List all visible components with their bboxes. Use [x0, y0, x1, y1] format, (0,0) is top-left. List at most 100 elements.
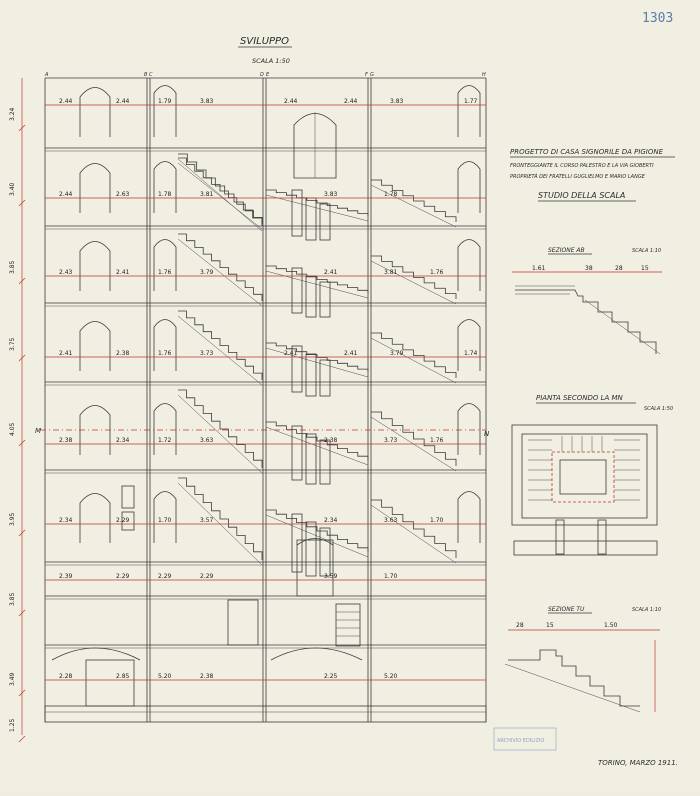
section-tu-scale: SCALA 1:10: [632, 607, 661, 613]
dimension-label: 2.44: [59, 98, 73, 105]
floor-height-label: 3.49: [9, 672, 16, 686]
project-owners: PROPRIETÀ DEI FRATELLI GUGLIELMO E MARIO…: [510, 173, 646, 180]
dimension-label: 2.28: [59, 673, 73, 680]
floor-height-label: 3.40: [9, 182, 16, 196]
dimension-label: 2.39: [59, 573, 73, 580]
dimension-label: 2.29: [158, 573, 172, 580]
section-ab-title: SEZIONE AB: [548, 247, 585, 254]
dimension-label: 2.29: [116, 517, 130, 524]
sheet-number: 1303: [642, 11, 673, 26]
drawing-scale: SCALA 1:50: [252, 57, 290, 65]
dimension-label: 2.34: [59, 517, 73, 524]
dimension-label: 1.76: [158, 350, 172, 357]
dimension-label: 3.79: [390, 350, 404, 357]
dimension-label: 2.41: [344, 350, 358, 357]
dimension-label: 2.85: [116, 673, 130, 680]
dimension-label: 3.57: [200, 517, 214, 524]
dimension-label: 3.83: [200, 98, 214, 105]
dim-label: 15: [641, 265, 649, 272]
dimension-label: 1.78: [158, 191, 172, 198]
dim-label: 15: [546, 622, 554, 629]
floor-height-label: 3.85: [9, 260, 16, 274]
dimension-label: 2.38: [116, 350, 130, 357]
stamp-text: ARCHIVIO EDILIZIO: [497, 738, 544, 744]
dimension-label: 3.81: [200, 191, 214, 198]
dimension-label: 2.44: [116, 98, 130, 105]
dim-label: 28: [615, 265, 623, 272]
dimension-label: 2.44: [284, 98, 298, 105]
axis-letter: A: [44, 72, 49, 78]
dimension-label: 2.29: [116, 573, 130, 580]
dim-label: 1.50: [604, 622, 618, 629]
dimension-label: 5.20: [158, 673, 172, 680]
dimension-label: 1.79: [158, 98, 172, 105]
dimension-label: 1.76: [158, 269, 172, 276]
dimension-label: 1.70: [384, 573, 398, 580]
axis-letter: C: [149, 72, 153, 78]
dimension-label: 2.41: [116, 269, 130, 276]
dimension-rows: 2.44 2.44 1.79 3.83 2.44 2.44 3.83 1.77 2.44 2.63…: [45, 98, 486, 681]
dimension-label: 3.81: [384, 269, 398, 276]
section-marker-n: N: [484, 430, 490, 438]
section-ab-scale: SCALA 1:10: [632, 248, 661, 254]
dimension-label: 2.41: [324, 269, 338, 276]
dimension-label: 5.20: [384, 673, 398, 680]
dim-label: 1.61: [532, 265, 546, 272]
dimension-label: 2.38: [59, 437, 73, 444]
archive-stamp: ARCHIVIO EDILIZIO: [493, 727, 557, 751]
axis-letter: H: [482, 72, 486, 78]
floor-height-label: 3.85: [9, 592, 16, 606]
plan-title: PIANTA SECONDO LA MN: [536, 394, 624, 402]
section-ab-detail: SEZIONE AB SCALA 1:10 1.61 38 28 15: [512, 247, 662, 355]
section-marker-m: M: [35, 427, 41, 435]
dim-label: 38: [585, 265, 593, 272]
floor-height-label: 3.75: [9, 337, 16, 351]
dimension-label: 3.73: [200, 350, 214, 357]
floor-height-label: 3.24: [9, 107, 16, 121]
dimension-label: 1.76: [430, 269, 444, 276]
dimension-label: 3.83: [324, 191, 338, 198]
dimension-label: 2.25: [324, 673, 338, 680]
dimension-label: 3.63: [384, 517, 398, 524]
dimension-label: 2.34: [116, 437, 130, 444]
dimension-label: 2.41: [59, 350, 73, 357]
dimension-label: 1.77: [464, 98, 478, 105]
dimension-label: 1.72: [158, 437, 172, 444]
dimension-label: 1.78: [384, 191, 398, 198]
project-subtitle: STUDIO DELLA SCALA: [538, 191, 625, 200]
main-section-elevation: M N 3.24 3.40 3.85 3.75 4.05 3.95 3.85 3.49 1.25…: [9, 77, 490, 743]
dimension-label: 2.34: [324, 517, 338, 524]
dimension-label: 3.79: [200, 269, 214, 276]
dimension-label: 2.38: [200, 673, 214, 680]
dimension-label: 3.59: [324, 573, 338, 580]
dimension-label: 3.83: [390, 98, 404, 105]
dimension-label: 2.63: [116, 191, 130, 198]
floor-height-labels: 3.24 3.40 3.85 3.75 4.05 3.95 3.85 3.49 1.25: [9, 107, 26, 743]
section-tu-detail: SEZIONE TU SCALA 1:10 28 15 1.50: [504, 606, 661, 713]
floor-height-label: 1.25: [9, 718, 16, 732]
section-tu-title: SEZIONE TU: [548, 606, 585, 613]
dimension-label: 1.76: [430, 437, 444, 444]
dimension-label: 2.41: [284, 350, 298, 357]
floor-height-label: 3.95: [9, 512, 16, 526]
axis-letter: G: [370, 72, 374, 78]
axis-letter: E: [266, 72, 270, 78]
dimension-label: 2.43: [59, 269, 73, 276]
dimension-label: 1.74: [464, 350, 478, 357]
floor-height-label: 4.05: [9, 422, 16, 436]
axis-letter: B: [144, 72, 148, 78]
axis-letter: F: [365, 72, 368, 78]
plan-scale: SCALA 1:50: [644, 406, 673, 412]
plan-detail: PIANTA SECONDO LA MN SCALA 1:50: [511, 394, 673, 556]
project-title-block: PROGETTO DI CASA SIGNORILE DA PIGIONE FR…: [510, 148, 675, 202]
dimension-label: 3.73: [384, 437, 398, 444]
dimension-label: 2.44: [59, 191, 73, 198]
dimension-label: 1.70: [158, 517, 172, 524]
axis-letter: D: [260, 72, 264, 78]
dimension-label: 2.38: [324, 437, 338, 444]
dimension-label: 2.44: [344, 98, 358, 105]
project-location: FRONTEGGIANTE IL CORSO PALESTRO E LA VIA…: [510, 163, 654, 169]
project-title: PROGETTO DI CASA SIGNORILE DA PIGIONE: [510, 148, 664, 156]
